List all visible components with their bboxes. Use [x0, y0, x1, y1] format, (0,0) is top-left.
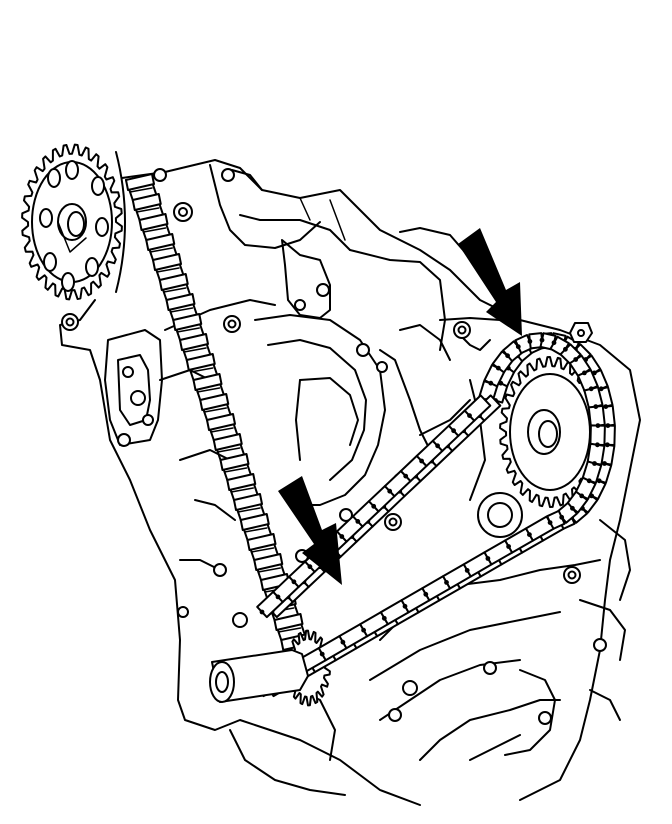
- left-cam-sprocket: [21, 143, 126, 301]
- chain-link: [273, 613, 304, 631]
- chain-link: [226, 473, 257, 491]
- right-timing-chain: [255, 332, 616, 698]
- chain-link: [219, 453, 250, 471]
- chain-link: [172, 313, 203, 331]
- chain-link: [185, 353, 216, 371]
- chain-link: [125, 173, 155, 191]
- chain-link: [239, 513, 270, 531]
- tensioner-bolt: [569, 322, 593, 343]
- chain-link: [212, 433, 243, 451]
- chain-link: [199, 393, 230, 411]
- left-timing-chain: [125, 173, 313, 661]
- chain-link: [206, 413, 236, 431]
- chain-link: [253, 553, 284, 571]
- chain-link: [589, 424, 606, 446]
- chain-link: [131, 193, 162, 211]
- chain-link: [246, 533, 277, 551]
- chain-link: [152, 253, 182, 271]
- chain-link: [158, 273, 189, 291]
- arrow-lower-center: [278, 476, 342, 585]
- chain-link: [192, 373, 223, 391]
- chain-link: [145, 233, 176, 251]
- chain-link: [587, 404, 606, 428]
- chain-link: [577, 369, 599, 393]
- arrow-icon: [278, 476, 342, 585]
- arrow-upper-right: [458, 228, 522, 336]
- chain-link: [165, 293, 196, 311]
- arrow-icon: [458, 228, 522, 336]
- chain-link: [138, 213, 169, 231]
- crank-snout: [209, 649, 309, 703]
- chain-link: [179, 333, 209, 351]
- chain-link: [233, 493, 263, 511]
- right-cam-sprocket: [499, 356, 601, 508]
